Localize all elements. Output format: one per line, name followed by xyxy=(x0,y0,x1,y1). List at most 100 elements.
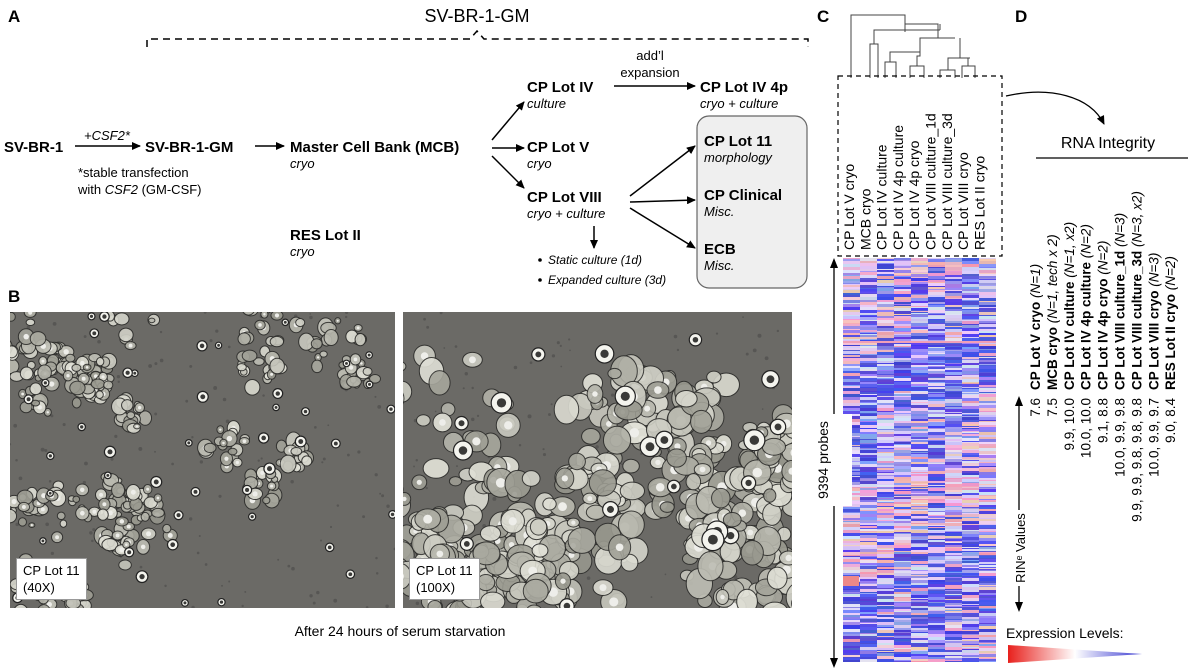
node-ecb-title: ECB xyxy=(704,241,736,258)
panel-letter-d: D xyxy=(1015,7,1027,26)
node-lot-iv-sub: culture xyxy=(527,96,566,111)
panel-letter-b: B xyxy=(8,287,20,306)
node-lot-viii-title: CP Lot VIII xyxy=(527,189,602,206)
probes-label-bg xyxy=(816,414,852,506)
rin-row: 9.9, 10.0 xyxy=(1062,398,1077,451)
expression-legend-label: Expression Levels: xyxy=(1006,625,1124,641)
expression-heatmap xyxy=(843,258,996,662)
rin-sample: CP Lot VIII culture_1d (N=3) xyxy=(1113,213,1128,390)
rin-values: 7.6 xyxy=(1028,398,1043,417)
node-clinical-title: CP Clinical xyxy=(704,187,782,204)
micrograph-40x-label-line1: CP Lot 11 xyxy=(23,563,80,578)
node-clinical-sub: Misc. xyxy=(704,204,734,219)
micrograph-40x-label: CP Lot 11 (40X) xyxy=(16,558,87,600)
micrograph-100x: CP Lot 11 (100X) xyxy=(403,312,792,608)
rin-sample: CP Lot IV culture (N=1, x2) xyxy=(1062,222,1077,390)
sample-label: MCB cryo xyxy=(857,188,873,250)
rin-sample: CP Lot VIII cryo (N=3) xyxy=(1146,253,1161,390)
micrograph-100x-label: CP Lot 11 (100X) xyxy=(409,558,480,600)
micrograph-40x: CP Lot 11 (40X) xyxy=(10,312,395,608)
csf2-arrow-label: +CSF2* xyxy=(84,128,131,143)
rin-label-bg xyxy=(1010,510,1030,586)
node-mcb-sub: cryo xyxy=(290,156,315,171)
bracket-title: SV-BR-1-GM xyxy=(424,6,529,26)
transfection-note-line2: with CSF2 (GM-CSF) xyxy=(77,182,202,197)
rin-axis-arrow-top xyxy=(1015,396,1023,406)
sample-label: CP Lot IV culture xyxy=(874,144,890,250)
addl-line1: add’l xyxy=(636,48,664,63)
rin-row: 10.0, 10.0 xyxy=(1079,398,1094,458)
rin-sample: MCB cryo (N=1, tech x 2) xyxy=(1045,234,1060,390)
rin-values: 10.0, 9.9, 9.7 xyxy=(1146,398,1161,477)
sample-label: CP Lot IV 4p cryo xyxy=(906,140,922,250)
rin-values: 7.5 xyxy=(1045,398,1060,417)
arrow-lotviii-to-ecb xyxy=(629,207,696,249)
node-lot-viii-sub: cryo + culture xyxy=(527,206,605,221)
node-lot-v-title: CP Lot V xyxy=(527,139,589,156)
rin-row: 10.0, 9.9, 9.7 xyxy=(1146,398,1161,477)
micrograph-100x-label-line2: (100X) xyxy=(416,580,456,595)
probes-axis-arrow-top xyxy=(830,258,838,268)
node-lot11-title: CP Lot 11 xyxy=(704,133,772,150)
arrow-mcb-to-lotviii xyxy=(491,155,525,189)
probes-axis-arrow-bottom xyxy=(830,658,838,668)
rin-sample: CP Lot V cryo (N=1) xyxy=(1028,264,1043,390)
rin-values: 10.0, 9.9, 9.8 xyxy=(1113,398,1128,477)
curved-arrow-to-rna xyxy=(1005,91,1105,125)
rin-values: 9.9, 9.9, 9.8, 9.8, 9.8 xyxy=(1129,398,1144,522)
rin-row: 9.9, 9.9, 9.8, 9.8, 9.8 xyxy=(1129,398,1144,522)
rin-sample: CP Lot VIII culture_3d (N=3, x2) xyxy=(1129,191,1144,390)
node-mcb-title: Master Cell Bank (MCB) xyxy=(290,139,459,156)
rin-row: 7.6 xyxy=(1028,398,1043,417)
arrow-lotviii-to-clinical xyxy=(629,196,696,205)
sample-label: CP Lot IV 4p culture xyxy=(890,125,906,250)
sample-label: RES Lot II cryo xyxy=(971,156,987,250)
svbr1gm-bracket xyxy=(146,29,809,47)
rin-values: 9.0, 8.4 xyxy=(1163,398,1178,444)
rin-sample: CP Lot IV 4p cryo (N=2) xyxy=(1096,241,1111,390)
node-res-sub: cryo xyxy=(290,244,315,259)
rin-values: 10.0, 10.0 xyxy=(1079,398,1094,458)
rin-rows: 7.6 CP Lot V cryo (N=1)7.5 MCB cryo (N=1, … xyxy=(1028,191,1178,522)
rna-integrity-title: RNA Integrity xyxy=(1061,135,1155,152)
micrograph-40x-label-line2: (40X) xyxy=(23,580,55,595)
rin-row: 9.1, 8.8 xyxy=(1096,398,1111,443)
rin-axis-label: RINᵉ Values xyxy=(1013,513,1028,583)
sample-label: CP Lot V cryo xyxy=(841,164,857,250)
panel-letter-c: C xyxy=(817,7,829,26)
sample-label: CP Lot VIII culture_3d xyxy=(939,113,955,250)
expression-heatmap-image xyxy=(843,258,996,662)
dendrogram xyxy=(850,14,976,78)
bullet-expanded-culture: Expanded culture (3d) xyxy=(548,273,666,287)
panel-letter-a: A xyxy=(8,7,20,26)
node-ecb-sub: Misc. xyxy=(704,258,734,273)
node-sv-br-1-gm: SV-BR-1-GM xyxy=(145,139,233,156)
probes-label: 9394 probes xyxy=(815,421,831,499)
rin-sample: RES Lot II cryo (N=2) xyxy=(1163,256,1178,390)
node-lot-iv-title: CP Lot IV xyxy=(527,79,593,96)
rin-values: 9.9, 10.0 xyxy=(1062,398,1077,451)
addl-line2: expansion xyxy=(620,65,679,80)
node-lot11-sub: morphology xyxy=(704,150,773,165)
rin-row: 9.0, 8.4 xyxy=(1163,398,1178,444)
micrograph-100x-label-line1: CP Lot 11 xyxy=(416,563,473,578)
node-lot-v-sub: cryo xyxy=(527,156,552,171)
bullet-dot-2 xyxy=(538,278,542,282)
rin-row: 10.0, 9.9, 9.8 xyxy=(1113,398,1128,477)
rin-row: 7.5 xyxy=(1045,398,1060,417)
rin-axis-arrow-bottom xyxy=(1015,602,1023,612)
node-sv-br-1: SV-BR-1 xyxy=(4,139,63,156)
arrow-mcb-to-lotiv xyxy=(491,101,525,141)
product-lots-box xyxy=(696,115,808,289)
sample-label: CP Lot VIII cryo xyxy=(955,152,971,250)
arrow-lotviii-to-lot11 xyxy=(629,145,696,197)
bullet-static-culture: Static culture (1d) xyxy=(548,253,642,267)
transfection-note-line1: *stable transfection xyxy=(78,165,189,180)
sample-label: CP Lot VIII culture_1d xyxy=(923,113,939,250)
node-lot-iv4p-title: CP Lot IV 4p xyxy=(700,79,788,96)
rin-sample: CP Lot IV 4p culture (N=2) xyxy=(1079,224,1094,390)
panel-b-caption: After 24 hours of serum starvation xyxy=(295,623,506,639)
sample-labels-box xyxy=(837,75,1003,257)
